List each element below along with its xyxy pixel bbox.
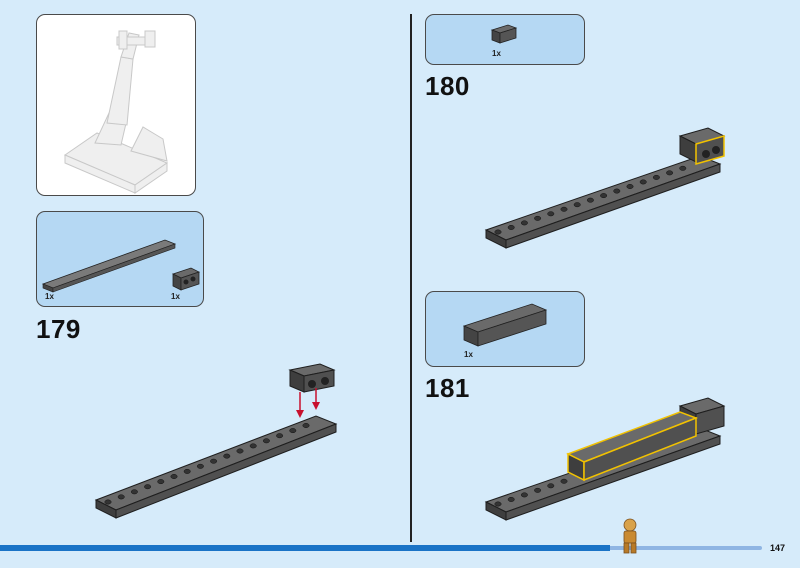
stud-icon	[494, 501, 502, 507]
stud-icon	[249, 443, 257, 449]
arrow-head-icon	[296, 410, 304, 418]
stud-icon	[507, 497, 515, 502]
step-179-qty-plate: 1x	[45, 292, 54, 301]
progress-bar	[0, 545, 610, 551]
stud-icon	[600, 193, 608, 199]
page-number: 147	[770, 543, 786, 553]
step-180-number: 180	[425, 71, 470, 101]
stud-icon	[210, 458, 218, 464]
minifigure-mascot-icon	[623, 518, 637, 554]
stud-icon	[666, 170, 674, 176]
stud-icon	[223, 453, 231, 459]
stud-icon	[196, 463, 204, 469]
progress-bar-remaining	[610, 546, 762, 550]
step-180-assembly-illustration	[484, 127, 726, 249]
stud-icon	[639, 179, 647, 185]
brick-1x6-icon	[462, 303, 548, 347]
stud-icon	[652, 174, 660, 180]
stud-icon	[170, 474, 178, 479]
step-181-number: 181	[425, 373, 470, 403]
stud-icon	[626, 184, 634, 189]
column-divider	[410, 14, 412, 542]
stud-icon	[104, 499, 112, 505]
stud-icon	[679, 165, 687, 171]
step-179-number: 179	[36, 314, 81, 344]
step-181-parts-callout: 1x	[425, 291, 585, 367]
stud-icon	[262, 438, 270, 444]
plate-1x16-icon	[41, 239, 177, 293]
stud-icon	[117, 494, 125, 500]
technic-brick-1x2-icon	[171, 267, 201, 291]
step-179-qty-technic-brick: 1x	[171, 292, 180, 301]
step-180-qty-technic-brick: 1x	[492, 49, 501, 58]
stud-icon	[236, 448, 244, 454]
stand-model-ghost-image	[63, 30, 169, 194]
stud-icon	[507, 225, 515, 230]
step-179-assembly-illustration	[94, 363, 338, 519]
stud-icon	[144, 484, 152, 490]
arrow-head-icon	[312, 402, 320, 410]
stud-icon	[130, 489, 138, 495]
stud-icon	[494, 229, 502, 235]
new-part-highlight	[695, 135, 725, 165]
stud-icon	[573, 202, 581, 208]
step-179-parts-callout: 1x 1x	[36, 211, 204, 307]
stud-icon	[157, 479, 165, 485]
stud-icon	[289, 428, 297, 434]
stud-icon	[586, 197, 594, 203]
stud-icon	[547, 211, 555, 217]
stud-icon	[547, 483, 555, 489]
stud-icon	[560, 206, 568, 212]
subassembly-preview-panel	[36, 14, 196, 196]
stud-icon	[183, 468, 191, 474]
stud-icon	[520, 220, 528, 226]
step-181-qty-brick: 1x	[464, 350, 473, 359]
stud-icon	[520, 492, 528, 498]
stud-icon	[560, 478, 568, 484]
step-181-assembly-illustration	[484, 397, 726, 521]
stud-icon	[276, 433, 284, 439]
step-180-parts-callout: 1x	[425, 14, 585, 65]
stud-icon	[534, 487, 542, 493]
stud-icon	[302, 423, 310, 428]
stud-icon	[534, 215, 542, 221]
stud-icon	[613, 188, 621, 194]
technic-brick-1x2-icon	[490, 24, 518, 44]
